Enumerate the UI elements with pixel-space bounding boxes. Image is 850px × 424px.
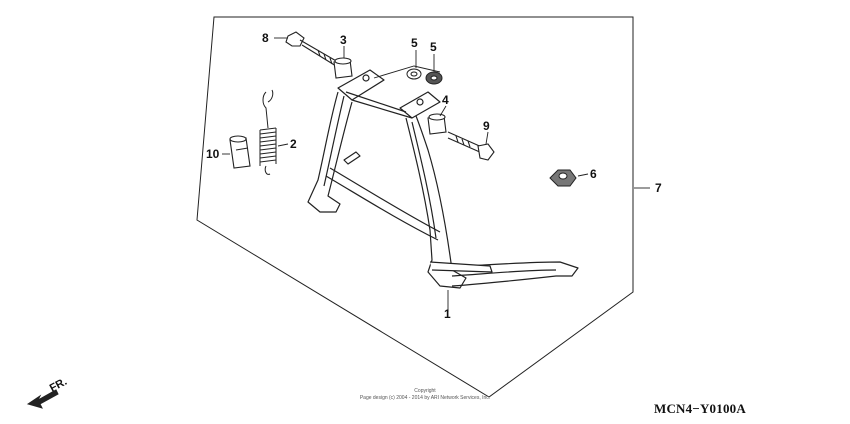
arrow-icon bbox=[26, 389, 59, 409]
direction-label: FR. bbox=[48, 376, 69, 395]
bolt-8 bbox=[285, 31, 339, 67]
front-direction-arrow: FR. bbox=[26, 376, 69, 409]
copyright-title: Copyright bbox=[414, 388, 436, 394]
callout-1: 1 bbox=[444, 307, 451, 321]
washer-5a bbox=[406, 68, 422, 80]
washer-5b bbox=[425, 71, 443, 85]
callout-10: 10 bbox=[206, 147, 220, 161]
callout-6: 6 bbox=[590, 167, 597, 181]
callout-3: 3 bbox=[340, 33, 347, 47]
callout-2: 2 bbox=[290, 137, 297, 151]
washer-leader bbox=[373, 65, 441, 79]
leader-lines bbox=[222, 37, 650, 312]
main-stand bbox=[307, 69, 579, 289]
diagram-code: MCN4−Y0100A bbox=[654, 401, 746, 416]
rubber-10 bbox=[229, 135, 251, 169]
nut-6 bbox=[549, 169, 577, 187]
bolt-9 bbox=[447, 131, 495, 161]
collar-4 bbox=[427, 113, 447, 135]
copyright-notice: Page design (c) 2004 - 2014 by ARI Netwo… bbox=[359, 395, 491, 401]
kit-frame bbox=[196, 16, 634, 398]
callout-5b: 5 bbox=[430, 40, 437, 54]
callout-4: 4 bbox=[442, 93, 449, 107]
spring-2 bbox=[259, 89, 277, 175]
callout-5a: 5 bbox=[411, 36, 418, 50]
callout-7: 7 bbox=[655, 181, 662, 195]
callout-9: 9 bbox=[483, 119, 490, 133]
callout-8: 8 bbox=[262, 31, 269, 45]
collar-3 bbox=[333, 57, 353, 79]
